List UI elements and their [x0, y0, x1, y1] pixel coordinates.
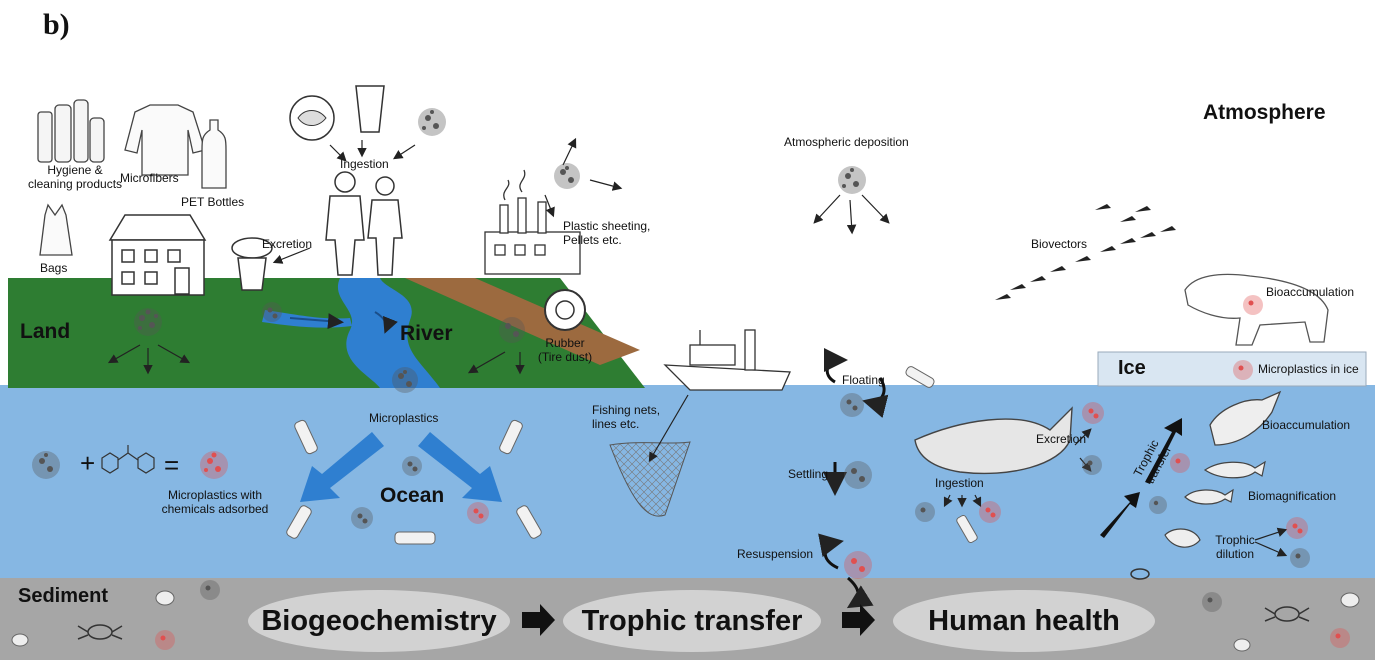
chemical-structure-icon	[101, 445, 155, 474]
hygiene-products-icon	[37, 99, 105, 163]
settling-label: Settling	[788, 467, 829, 481]
pet-bottle-icon	[201, 119, 227, 189]
trophic-dilution-label: Trophic dilution	[1215, 533, 1255, 561]
rubber-label: Rubber (Tire dust)	[537, 336, 593, 364]
soil-strip	[405, 278, 640, 365]
bags-label: Bags	[40, 261, 68, 275]
svg-text:+: +	[80, 448, 95, 478]
fishing-nets-label: Fishing nets, lines etc.	[592, 403, 661, 431]
ocean-bottles	[286, 366, 978, 545]
microplastics-chemicals-label: Microplastics with chemicals adsorbed	[161, 488, 269, 516]
fishing-boat-icon	[663, 329, 791, 391]
tire-icon	[544, 289, 586, 331]
ice-label: Ice	[1118, 357, 1146, 379]
factory-icon	[484, 169, 581, 275]
atmosphere-label: Atmosphere	[1203, 101, 1326, 124]
microfibers-label: Microfibers	[120, 171, 179, 185]
microfibers-sweater-icon	[124, 104, 206, 176]
fishing-net-icon	[609, 441, 691, 517]
ocean-area	[0, 385, 1375, 580]
whale-icon	[914, 406, 1073, 475]
toilet-icon	[231, 237, 273, 291]
flow-arrow-1	[522, 604, 555, 636]
crab-icon	[77, 568, 1310, 640]
excretion-whale-label: Excretion	[1036, 432, 1087, 446]
house-icon	[108, 214, 207, 296]
biovectors-label: Biovectors	[1031, 237, 1088, 251]
flow-pill-trophic-transfer: Trophic transfer	[563, 590, 821, 652]
river-label: River	[400, 322, 453, 345]
floating-label: Floating	[842, 373, 885, 387]
flow-pill-biogeochemistry: Biogeochemistry	[248, 590, 510, 652]
svg-text:=: =	[164, 450, 179, 480]
ice-block	[1097, 351, 1367, 387]
sediment-shells	[11, 590, 1360, 652]
hygiene-label: Hygiene & cleaning products	[27, 163, 123, 191]
sediment-label: Sediment	[18, 585, 109, 607]
birds-icon	[995, 204, 1176, 300]
excretion-human-label: Excretion	[262, 237, 313, 251]
shrimp-icon	[1164, 528, 1201, 548]
ocean-flow-arrows	[300, 432, 502, 502]
humans-icon	[325, 171, 403, 276]
bioaccumulation-bear-label: Bioaccumulation	[1266, 285, 1355, 299]
flow-arrow-2	[842, 604, 875, 636]
flow-pill-human-health: Human health	[893, 590, 1155, 652]
microplastic-clusters	[32, 108, 1350, 650]
biomagnification-label: Biomagnification	[1248, 489, 1337, 503]
bioaccumulation-seal-label: Bioaccumulation	[1262, 418, 1351, 432]
glass-icon	[355, 85, 385, 133]
resuspension-label: Resuspension	[737, 547, 814, 561]
fish-icon-1	[1203, 460, 1266, 479]
microplastics-label: Microplastics	[369, 411, 439, 425]
trophic-transfer-arrows	[1100, 418, 1182, 538]
ingestion-human-label: Ingestion	[340, 157, 389, 171]
bag-icon	[39, 203, 73, 256]
panel-label: b)	[43, 8, 70, 41]
ocean-label: Ocean	[380, 484, 445, 507]
atmospheric-deposition-label: Atmospheric deposition	[784, 135, 909, 149]
ingestion-whale-label: Ingestion	[935, 476, 984, 490]
fish-icon-2	[1184, 488, 1234, 505]
land-label: Land	[20, 320, 71, 343]
microplastics-ice-label: Microplastics in ice	[1258, 362, 1359, 376]
pet-bottles-label: PET Bottles	[181, 195, 245, 209]
polar-bear-icon	[1184, 273, 1329, 346]
seal-icon	[1209, 390, 1282, 446]
plastic-sheeting-label: Plastic sheeting, Pellets etc.	[563, 219, 651, 247]
